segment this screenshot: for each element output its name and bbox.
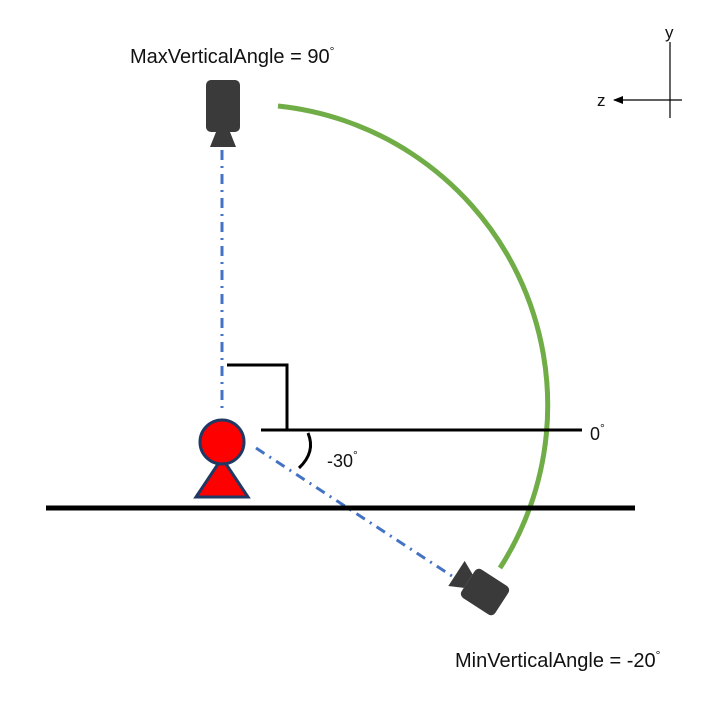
z-axis-label: z [597, 91, 606, 110]
min-angle-guide-line [255, 446, 456, 580]
person-icon [193, 418, 251, 499]
right-angle-marker [227, 363, 289, 430]
camera-top-lens [210, 132, 236, 147]
person-head [198, 418, 246, 466]
vertical-range-arc [277, 103, 551, 570]
person-body [193, 455, 251, 499]
min-vertical-angle-label: MinVerticalAngle = -20° [455, 648, 661, 672]
angle-arc-minus-thirty [297, 432, 312, 470]
camera-bottom-lens [448, 560, 473, 588]
axis-indicator: y z [597, 23, 682, 118]
camera-icon [448, 560, 510, 616]
max-vertical-angle-label: MaxVerticalAngle = 90° [130, 44, 335, 68]
camera-icon [206, 80, 240, 147]
camera-bottom-body [460, 568, 510, 616]
y-axis-label: y [665, 23, 674, 42]
zero-degree-label: 0° [590, 421, 605, 444]
minus-thirty-degree-label: -30° [327, 448, 358, 471]
camera-top-body [206, 80, 240, 132]
